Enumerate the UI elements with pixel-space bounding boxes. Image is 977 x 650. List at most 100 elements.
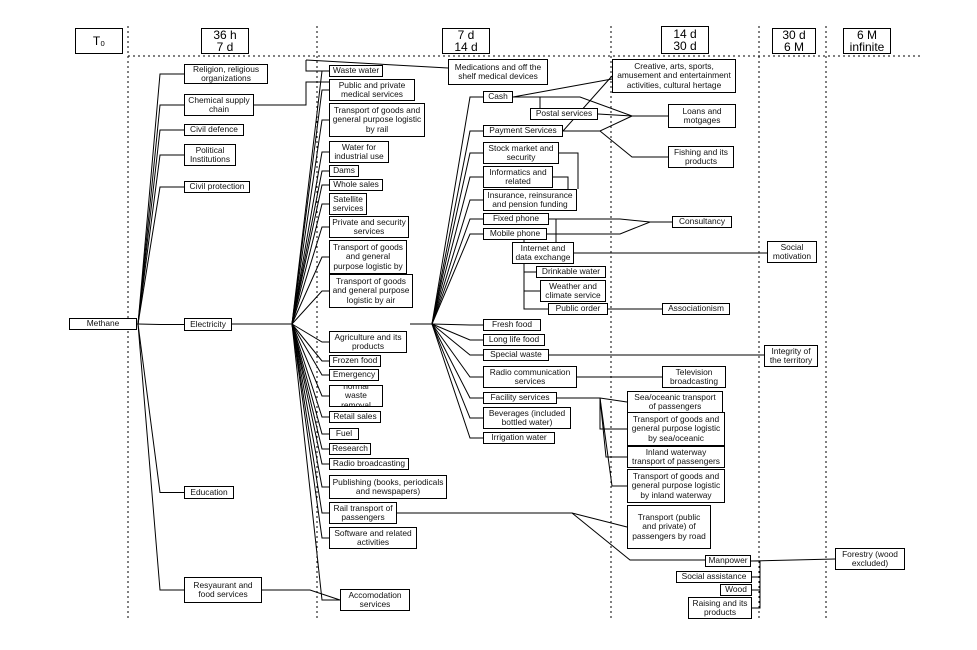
node-mobile-phone: Mobile phone — [483, 228, 547, 240]
column-header-line1: 14 d — [673, 27, 697, 41]
node-chemical: Chemical supply chain — [184, 94, 254, 116]
node-fishing: Fishing and its products — [668, 146, 734, 168]
column-dividers — [127, 26, 920, 620]
node-retail: Retail sales — [329, 411, 381, 423]
column-header-36h-7d: 36 h 7 d — [201, 28, 249, 54]
node-forestry: Forestry (wood excluded) — [835, 548, 905, 570]
node-public-med: Public and private medical services — [329, 79, 415, 101]
node-sea-pass: Sea/oceanic transport of passengers — [627, 391, 723, 413]
node-education: Education — [184, 486, 234, 499]
node-water-ind: Water for industrial use — [329, 141, 389, 163]
edge-religion — [137, 73, 184, 325]
node-postal: Postal services — [530, 108, 598, 120]
node-wholesales: Whole sales — [329, 179, 383, 191]
edge-internet-order — [523, 264, 548, 310]
node-television: Television broadcasting — [662, 366, 726, 388]
node-weather: Weather and climate service — [540, 280, 606, 302]
node-emergency: Emergency — [329, 369, 379, 381]
column-header-line1: T₀ — [92, 34, 106, 48]
node-software: Software and related activities — [329, 527, 417, 549]
node-methane: Methane — [69, 318, 137, 330]
node-sea-goods: Transport of goods and general purpose l… — [627, 412, 725, 446]
edge-radio_comm — [431, 323, 483, 378]
node-wood: Wood — [720, 584, 752, 596]
node-raising: Raising and its products — [688, 597, 752, 619]
node-fresh-food: Fresh food — [483, 319, 541, 331]
column-header-line1: 7 d — [457, 28, 475, 42]
column-header-t0: T₀ — [75, 28, 123, 54]
edge-water_ind — [291, 151, 329, 325]
node-long-life: Long life food — [483, 334, 545, 346]
edge-informatics — [431, 176, 483, 325]
edge-fixed_phone — [431, 218, 483, 325]
edge-postal-loans — [597, 113, 633, 117]
node-facility: Facility services — [483, 392, 557, 404]
edge-facility-inland — [599, 397, 627, 458]
column-header-line2: 7 d — [216, 40, 234, 54]
edge-private_sec — [291, 226, 329, 325]
node-drinkable: Drinkable water — [536, 266, 606, 278]
node-social-motiv: Social motivation — [767, 241, 817, 263]
node-publishing: Publishing (books, periodicals and newsp… — [329, 475, 447, 499]
edge-radio_broad — [291, 323, 329, 465]
edge-restaurant-accommodation — [262, 589, 341, 601]
node-fuel: Fuel — [329, 428, 359, 440]
edge-mobile_phone — [431, 233, 483, 325]
edge-normal_waste — [291, 323, 329, 397]
node-informatics: Informatics and related — [483, 166, 553, 188]
column-header-line1: 30 d — [782, 28, 806, 42]
edge-special_waste — [431, 323, 483, 356]
edge-trans_goods_by — [291, 256, 329, 325]
edge-facility-seagoods — [599, 398, 627, 430]
edge-fixed-consultancy — [549, 218, 672, 223]
node-associationism: Associationism — [662, 303, 730, 315]
column-header-6m-infinite: 6 M infinite — [843, 28, 891, 54]
edge-payment-fishing — [599, 130, 668, 158]
node-dams: Dams — [329, 165, 359, 177]
node-restaurant: Resyaurant and food services — [184, 577, 262, 603]
node-medications: Medications and off the shelf medical de… — [448, 59, 548, 85]
edge-fixed-internet — [549, 218, 557, 242]
edge-cash-creative — [512, 78, 613, 98]
edge-beverages — [431, 323, 483, 419]
node-radio-broad: Radio broadcasting — [329, 458, 409, 470]
node-radio-comm: Radio communication services — [483, 366, 577, 388]
node-trans-goods-by: Transport of goods and general purpose l… — [329, 240, 407, 274]
edge-software — [291, 323, 329, 539]
edge-wholesales — [291, 184, 329, 325]
edge-facility — [431, 323, 483, 399]
column-header-line2: infinite — [849, 40, 885, 54]
node-cash: Cash — [483, 91, 513, 103]
edge-civil_def — [137, 129, 184, 325]
edge-manpower-forestry — [750, 558, 836, 562]
column-header-7d-14d: 7 d 14 d — [442, 28, 490, 54]
edge-emergency — [291, 323, 329, 376]
edge-waste-medications — [305, 59, 449, 69]
column-header-line2: 6 M — [783, 40, 804, 54]
edge-waste-water-link — [305, 60, 329, 72]
edge-informatics-insurance — [553, 176, 569, 189]
node-inland-goods: Transport of goods and general purpose l… — [627, 469, 725, 503]
column-header-14d-30d: 14 d 30 d — [661, 26, 709, 54]
node-civil-def: Civil defence — [184, 124, 244, 136]
edge-retail — [291, 323, 329, 418]
edge-cash — [431, 96, 483, 325]
node-consultancy: Consultancy — [672, 216, 732, 228]
node-normal-waste: normal waste removal — [329, 385, 383, 407]
edge-satellite — [291, 203, 329, 325]
edge-irrigation — [431, 323, 483, 439]
node-manpower: Manpower — [705, 555, 751, 567]
edge-rail-road — [397, 512, 628, 528]
edge-public_med — [291, 89, 329, 325]
node-private-sec: Private and security services — [329, 216, 409, 238]
column-header-30d-6m: 30 d 6 M — [772, 28, 816, 54]
edge-facility-sea — [557, 397, 628, 403]
edge-cash-postal — [513, 96, 541, 108]
edge-publishing — [291, 323, 329, 488]
edge-chemical-medical — [254, 81, 329, 106]
edge-mobile-consultancy — [547, 221, 651, 235]
column-header-line1: 36 h — [213, 28, 237, 42]
edge-stock-insurance — [559, 152, 579, 189]
